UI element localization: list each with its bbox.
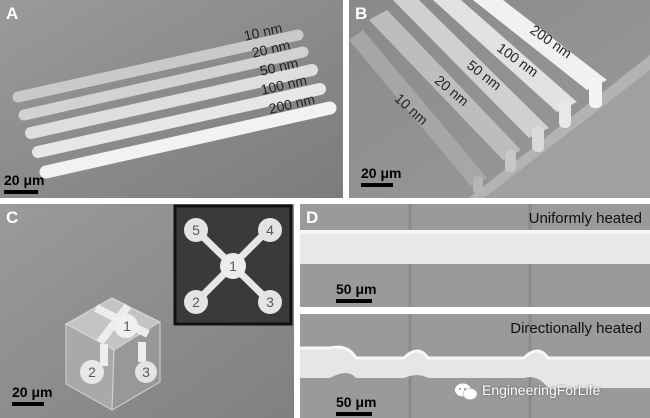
- directional-heated-caption: Directionally heated: [510, 320, 642, 337]
- strip-20nm: [18, 46, 309, 121]
- scale-bar-label: 50 μm: [336, 394, 377, 410]
- strip-10nm: [12, 29, 304, 103]
- scale-bar: [336, 299, 372, 303]
- wechat-icon: [455, 383, 478, 400]
- scale-bar-label: 20 μm: [12, 384, 53, 400]
- scale-bar: [361, 183, 393, 187]
- panel-a-image: [0, 0, 343, 198]
- strip-20nm: [369, 10, 521, 160]
- panel-c-image: 1 2 3 1 2 3 4 5: [0, 204, 294, 418]
- panel-d-label: D: [306, 208, 319, 227]
- watermark-text: EngineeringForLife: [482, 382, 601, 398]
- film-strip: [300, 347, 650, 388]
- strip-10nm: [349, 30, 487, 186]
- scale-bar: [12, 402, 44, 406]
- scale-bar: [336, 412, 372, 416]
- scale-bar-label: 20 μm: [361, 165, 402, 181]
- scale-bar-label: 20 μm: [4, 172, 45, 188]
- panel-b: B 10 nm 20 nm 50 nm 100 nm 200 nm 20 μm: [349, 0, 650, 198]
- panel-a: A 10 nm 20 nm 50 nm 100 nm 200 nm 20 μm: [0, 0, 343, 198]
- strip-50nm: [393, 0, 549, 138]
- strip-200nm: [473, 0, 607, 90]
- inset: [173, 204, 293, 326]
- cube-pad-number: 1: [123, 318, 131, 334]
- inset-pad-number: 2: [192, 294, 200, 310]
- panel-c: 1 2 3 1 2 3 4 5 C 20 μm: [0, 204, 294, 418]
- panel-d-top: D Uniformly heated 50 μm: [300, 204, 650, 307]
- cube-pad-number: 3: [142, 364, 150, 380]
- panel-b-label: B: [355, 4, 368, 23]
- panel-b-image: [349, 0, 650, 198]
- inset-pad-number: 4: [266, 222, 274, 238]
- cube: [64, 297, 162, 411]
- cube-pad-number: 2: [88, 364, 96, 380]
- panel-d-bottom-image: [300, 314, 650, 418]
- strip-200nm: [39, 101, 337, 179]
- inset-pad-number: 3: [266, 294, 274, 310]
- scale-bar-label: 50 μm: [336, 281, 377, 297]
- panel-d-bottom: Directionally heated 50 μm EngineeringFo…: [300, 314, 650, 418]
- panel-a-label: A: [6, 4, 19, 23]
- inset-pad-number: 5: [192, 222, 200, 238]
- panel-c-label: C: [6, 208, 19, 227]
- inset-pad-number: 1: [229, 258, 237, 274]
- panel-d: D Uniformly heated 50 μm Directionally h…: [300, 204, 650, 418]
- strip-100nm: [32, 83, 326, 158]
- scale-bar: [4, 190, 38, 194]
- strip-100nm: [433, 0, 577, 112]
- film-strip: [300, 230, 650, 264]
- panel-d-top-image: [300, 204, 650, 307]
- uniform-heated-caption: Uniformly heated: [528, 210, 642, 227]
- strip-50nm: [25, 64, 318, 139]
